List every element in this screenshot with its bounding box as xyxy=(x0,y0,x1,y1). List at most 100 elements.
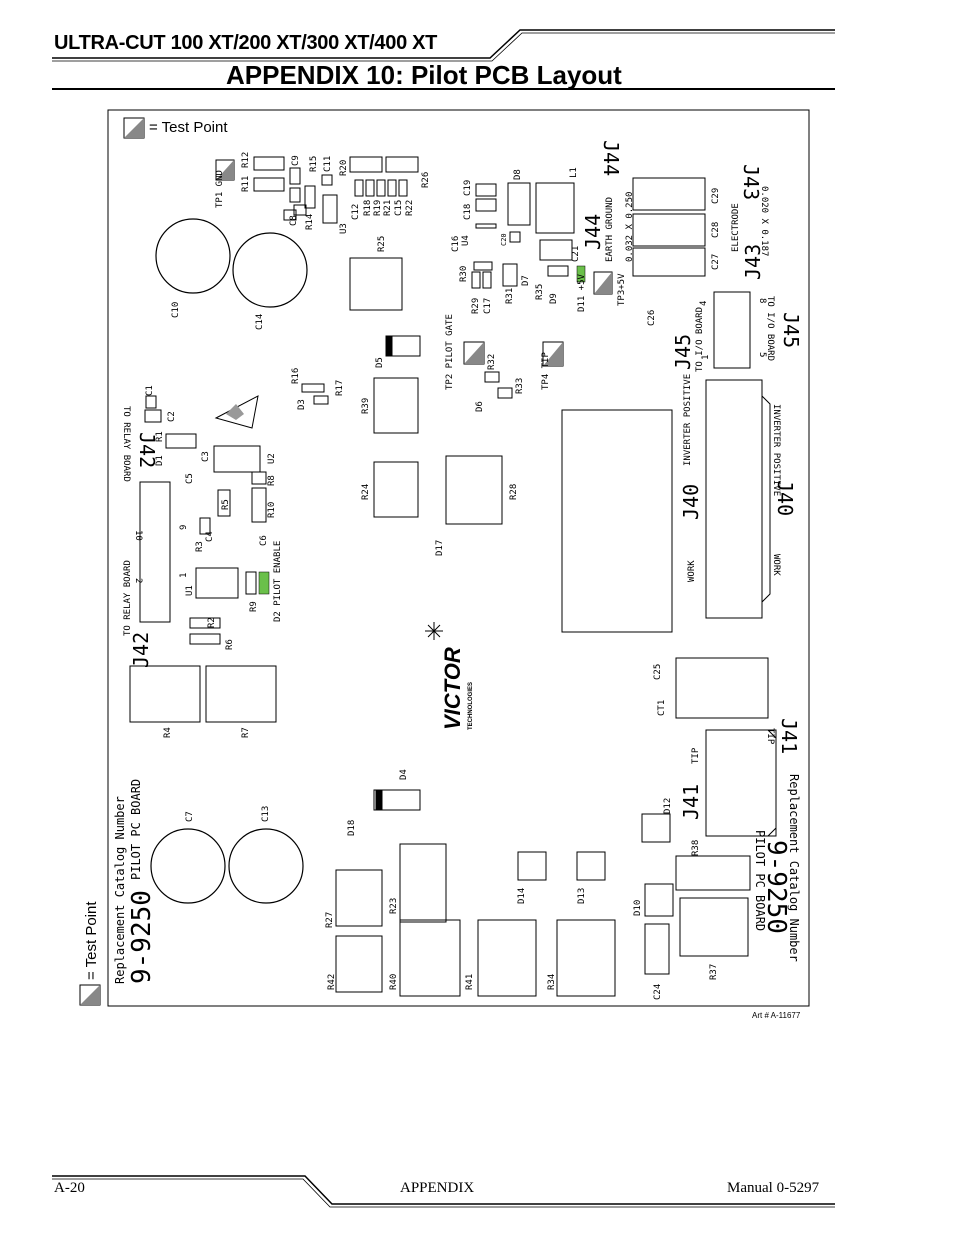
r38-label: R38 xyxy=(691,840,701,856)
c28-label: C28 xyxy=(711,222,721,238)
c29-label: C29 xyxy=(711,188,721,204)
r25-label: R25 xyxy=(377,236,387,252)
r2-label: R2 xyxy=(207,617,217,628)
j45-pin-1: 1 xyxy=(701,355,711,360)
victor-logo-sub: TECHNOLOGIES xyxy=(468,682,474,730)
manual-number: Manual 0-5297 xyxy=(727,1180,820,1196)
u2-label: U2 xyxy=(267,453,277,464)
d9-label: D9 xyxy=(549,293,559,304)
work-label-2: WORK xyxy=(771,554,781,576)
d7-label: D7 xyxy=(521,275,531,286)
r21-label: R21 xyxy=(383,200,393,216)
r26-label: R26 xyxy=(421,172,431,188)
r23-label: R23 xyxy=(389,898,399,914)
r5-label: R5 xyxy=(221,499,231,510)
r42-label: R42 xyxy=(327,974,337,990)
pilot-enable-label: D2 PILOT ENABLE xyxy=(273,541,283,622)
inverter-positive-label-2: INVERTER POSITIVE xyxy=(771,404,781,496)
pin-1-label: 1 xyxy=(179,573,189,578)
c12-label: C12 xyxy=(351,204,361,220)
d12-label: D12 xyxy=(663,798,673,814)
page-number: A-20 xyxy=(54,1180,85,1196)
j41-connector-outline xyxy=(705,729,777,837)
tp1-test-point xyxy=(215,159,235,181)
j41-label-1: J41 xyxy=(679,784,703,820)
j45-pin-8: 8 xyxy=(757,298,767,303)
j45-to-io-2: TO I/O BOARD xyxy=(765,296,775,361)
legend-top-text: = Test Point xyxy=(149,119,228,136)
r37-label: R37 xyxy=(709,964,719,980)
r3-label: R3 xyxy=(195,541,205,552)
tp1-label: TP1 GND xyxy=(215,170,225,208)
page-title: APPENDIX 10: Pilot PCB Layout xyxy=(226,60,622,90)
tip-label-1: TIP xyxy=(691,747,701,764)
pilot-pc-board-left: PILOT PC BOARD xyxy=(129,779,143,880)
r12-label: R12 xyxy=(241,152,251,168)
j43-label-1: J43 xyxy=(741,244,765,280)
c3-label: C3 xyxy=(201,451,211,462)
d17-label: D17 xyxy=(435,540,445,556)
c17-label: C17 xyxy=(483,298,493,314)
d13-label: D13 xyxy=(577,888,587,904)
c7-capacitor xyxy=(150,828,226,904)
j45-pin-5: 5 xyxy=(757,352,767,357)
c13-capacitor xyxy=(228,828,304,904)
j40-label-1: J40 xyxy=(679,484,703,520)
art-number: Art # A-11677 xyxy=(752,1011,801,1020)
j43-label-2: J43 xyxy=(739,164,763,200)
tp4-label: TP4 TIP xyxy=(541,351,551,390)
earth-ground-label: EARTH GROUND xyxy=(605,197,615,262)
c5-label: C5 xyxy=(185,473,195,484)
tip-label-2: TIP xyxy=(765,728,775,745)
r28-label: R28 xyxy=(509,484,519,500)
pin-10-label: 10 xyxy=(133,530,143,541)
r27-label: R27 xyxy=(325,912,335,928)
r4-label: R4 xyxy=(163,727,173,738)
work-label-1: WORK xyxy=(687,560,697,582)
r31-label: R31 xyxy=(505,288,515,304)
esd-warning-icon xyxy=(214,395,259,429)
c7-label: C7 xyxy=(185,811,195,822)
j44-label-top: J44 xyxy=(599,140,623,176)
c19-label: C19 xyxy=(463,180,473,196)
victor-star-icon xyxy=(425,622,443,640)
j42-label-1: J42 xyxy=(135,432,159,468)
c26-label: C26 xyxy=(647,310,657,326)
r9-label: R9 xyxy=(249,601,259,612)
r18-label: R18 xyxy=(363,200,373,216)
d4-label: D4 xyxy=(399,769,409,780)
test-point-legend-top: = Test Point xyxy=(123,117,228,139)
d2-led xyxy=(258,571,270,595)
header-rule xyxy=(52,29,835,90)
r32-label: R32 xyxy=(487,354,497,370)
j44-label: J44 xyxy=(581,214,605,250)
u1-label: U1 xyxy=(185,585,195,596)
j45-pin-4: 4 xyxy=(699,301,709,306)
c20-label: C20 xyxy=(500,233,508,246)
r22-label: R22 xyxy=(405,200,415,216)
r7-label: R7 xyxy=(241,727,251,738)
c2-label: C2 xyxy=(167,411,177,422)
pcb-board-outline xyxy=(107,109,810,1007)
pin-9-label: 9 xyxy=(179,525,189,530)
catalog-label-left: Replacement Catalog Number xyxy=(113,796,127,984)
r15-label: R15 xyxy=(309,156,319,172)
c15-label: C15 xyxy=(394,200,404,216)
r29-label: R29 xyxy=(471,298,481,314)
c1-label: C1 xyxy=(145,385,155,396)
tp2-test-point xyxy=(463,341,485,365)
j41-label-2: J41 xyxy=(777,718,801,754)
r17-label: R17 xyxy=(335,380,345,396)
u3-label: U3 xyxy=(339,223,349,234)
j40-label-2: J40 xyxy=(773,480,797,516)
j40-connector-outline xyxy=(705,379,771,619)
c4-label: C4 xyxy=(205,531,215,542)
l1-label: L1 xyxy=(569,167,579,178)
r8-label: R8 xyxy=(267,475,277,486)
c11-label: C11 xyxy=(323,156,333,172)
inverter-positive-label-1: INVERTER POSITIVE xyxy=(683,374,693,466)
j45-label-1: J45 xyxy=(671,334,695,370)
r19-label: R19 xyxy=(373,200,383,216)
catalog-num-left: 9-9250 xyxy=(127,890,157,984)
